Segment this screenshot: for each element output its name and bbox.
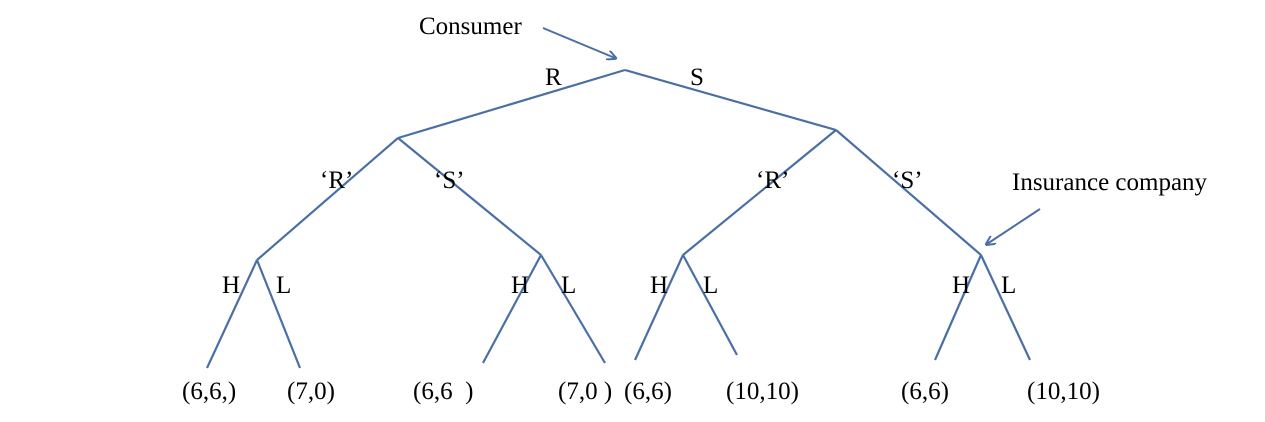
insurer-label-n2-h: H bbox=[511, 272, 529, 299]
insurer-label-n2-l: L bbox=[561, 272, 576, 299]
insurance-arrow bbox=[987, 208, 1041, 244]
edge-n2-l bbox=[540, 254, 606, 364]
edge-left-signal-r bbox=[256, 137, 399, 261]
payoff-6: (10,10) bbox=[726, 378, 799, 405]
consumer-label: Consumer bbox=[419, 13, 522, 40]
edge-n3-l bbox=[682, 254, 738, 356]
edge-n3-h bbox=[633, 254, 685, 361]
edge-n4-l bbox=[980, 254, 1031, 361]
consumer-arrow bbox=[542, 27, 615, 58]
signal-label-right-r: ‘R’ bbox=[756, 167, 789, 194]
insurance-company-label: Insurance company bbox=[1012, 169, 1208, 196]
insurer-label-n3-h: H bbox=[650, 272, 668, 299]
payoff-4: (7,0 ) bbox=[558, 378, 612, 405]
insurer-label-n4-l: L bbox=[1001, 272, 1016, 299]
payoff-1: (6,6,) bbox=[182, 378, 236, 405]
edge-n4-h bbox=[933, 254, 983, 361]
payoff-2: (7,0) bbox=[287, 378, 335, 405]
edge-root-r bbox=[397, 68, 626, 140]
insurer-label-n1-l: L bbox=[276, 272, 291, 299]
edge-root-s bbox=[624, 68, 837, 132]
payoff-8: (10,10) bbox=[1027, 378, 1100, 405]
edge-n1-l bbox=[255, 259, 302, 369]
insurer-label-n4-h: H bbox=[952, 272, 970, 299]
edge-right-signal-r bbox=[682, 129, 837, 256]
payoff-3: (6,6 ) bbox=[413, 378, 473, 405]
edge-n1-h bbox=[206, 259, 258, 369]
signal-label-right-s: ‘S’ bbox=[892, 167, 923, 194]
edge-n2-h bbox=[482, 254, 542, 364]
signal-label-left-r: ‘R’ bbox=[320, 167, 353, 194]
edge-left-signal-s bbox=[397, 137, 542, 256]
move-label-r: R bbox=[545, 64, 562, 91]
payoff-5: (6,6) bbox=[624, 378, 672, 405]
signal-label-left-s: ‘S’ bbox=[434, 167, 465, 194]
insurer-label-n3-l: L bbox=[703, 272, 718, 299]
edge-right-signal-s bbox=[835, 129, 982, 256]
move-label-s: S bbox=[690, 64, 704, 91]
insurer-label-n1-h: H bbox=[222, 272, 240, 299]
payoff-7: (6,6) bbox=[901, 378, 949, 405]
